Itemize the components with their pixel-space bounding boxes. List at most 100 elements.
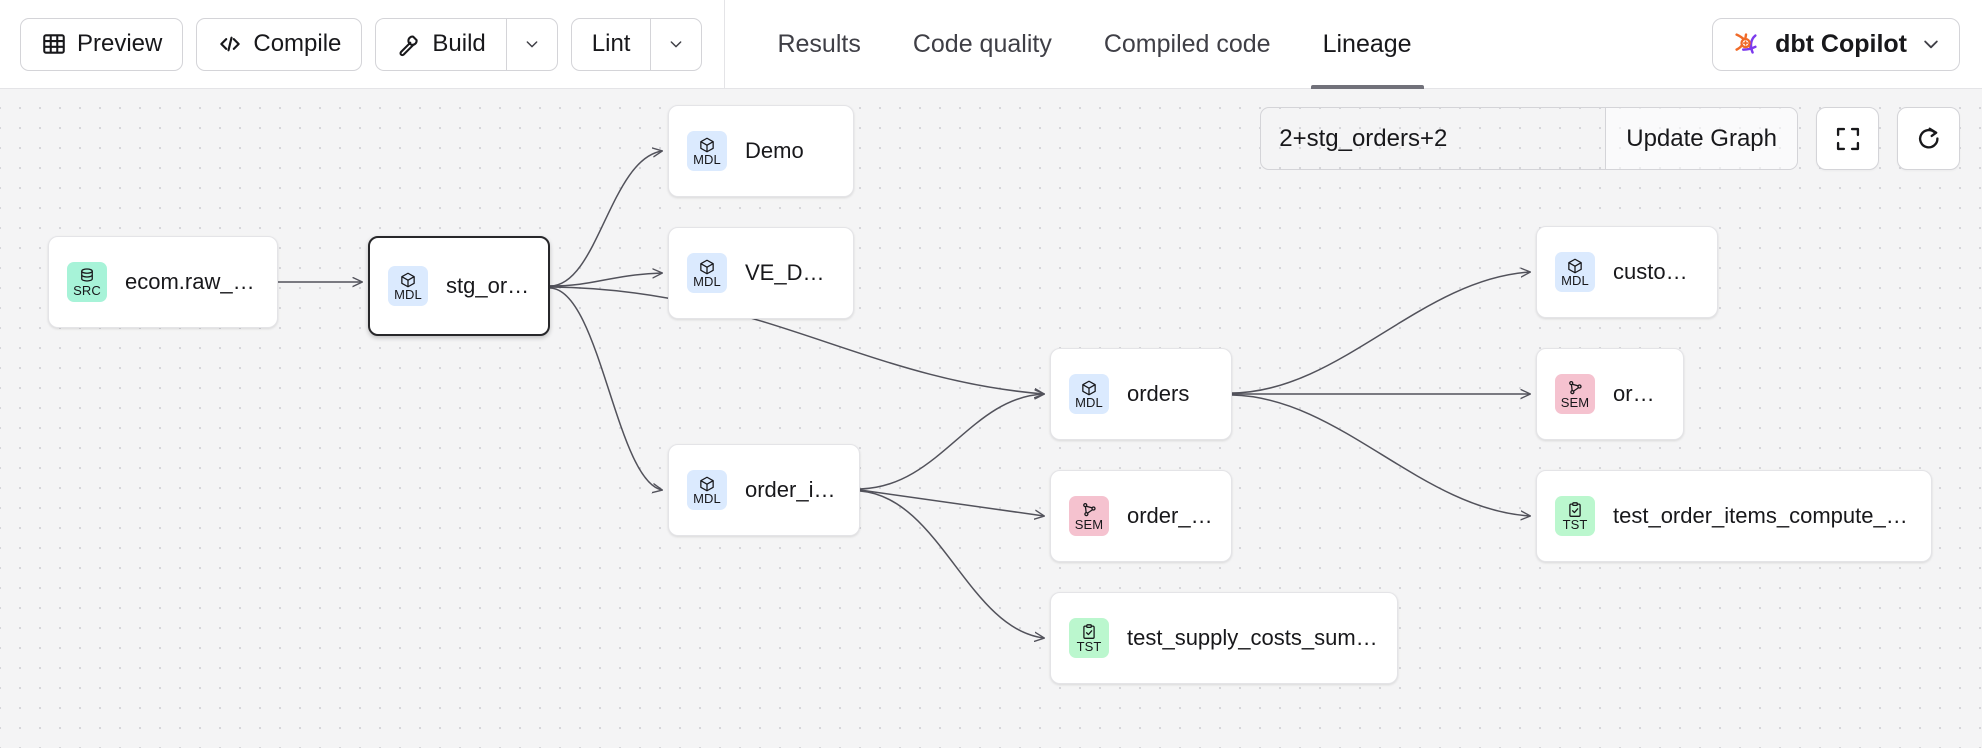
lineage-node-label: order_item: [1127, 503, 1213, 528]
tab-lineage[interactable]: Lineage: [1297, 0, 1438, 89]
graph-selector-input[interactable]: [1261, 108, 1607, 169]
node-type-label: TST: [1562, 517, 1588, 532]
cube-icon: [1082, 380, 1096, 396]
graph-controls: Update Graph: [1260, 107, 1960, 170]
edge-orders-mdl-to-customers: [1231, 272, 1530, 394]
toolbar-divider: [724, 0, 726, 89]
lint-dropdown-toggle[interactable]: [651, 19, 701, 70]
edge-orders-mdl-to-test-order-items: [1231, 394, 1530, 516]
chevron-down-icon: [526, 41, 538, 48]
edge-order-items-to-orders-mdl: [859, 394, 1044, 490]
lineage-node-ecom-raw-orders[interactable]: SRC ecom.raw_orders: [48, 236, 278, 328]
semantic-icon: [1569, 380, 1582, 395]
node-type-label: SEM: [1074, 517, 1104, 532]
lineage-node-label: customers: [1613, 259, 1699, 284]
lint-split-button: Lint: [570, 17, 703, 71]
test-icon: [1569, 502, 1581, 517]
tab-lineage-label: Lineage: [1322, 29, 1412, 58]
lineage-node-order-item-sem[interactable]: SEM order_item: [1050, 470, 1232, 562]
node-type-badge-src: SRC: [67, 262, 107, 302]
tab-results-label: Results: [777, 29, 861, 58]
header-right: dbt Copilot: [1712, 17, 1960, 71]
lineage-node-orders-mdl[interactable]: MDL orders: [1050, 348, 1232, 440]
compile-button-label: Compile: [253, 30, 342, 57]
lineage-canvas[interactable]: SRC ecom.raw_orders MDL stg_orders: [0, 89, 1982, 748]
node-type-label: MDL: [1561, 273, 1589, 288]
lineage-node-stg-orders[interactable]: MDL stg_orders: [368, 236, 550, 336]
node-type-badge-mdl: MDL: [687, 470, 727, 510]
graph-selector-group: Update Graph: [1260, 107, 1798, 170]
lineage-node-label: test_supply_costs_sum_correctly: [1127, 625, 1379, 650]
node-type-label: SRC: [73, 283, 101, 298]
node-type-label: MDL: [693, 274, 721, 289]
node-type-badge-mdl: MDL: [388, 266, 428, 306]
lineage-node-label: test_order_items_compute_to_bools_c...: [1613, 503, 1913, 528]
edge-order-items-to-test-supply-costs: [859, 490, 1044, 638]
compile-button[interactable]: Compile: [196, 17, 363, 71]
refresh-icon: [1918, 127, 1939, 149]
database-icon: [81, 268, 93, 282]
tab-code-quality[interactable]: Code quality: [887, 0, 1078, 89]
fullscreen-icon: [1836, 127, 1859, 150]
preview-button-label: Preview: [77, 30, 163, 57]
node-type-badge-mdl: MDL: [1555, 252, 1595, 292]
lineage-node-orders-sem[interactable]: SEM orders: [1536, 348, 1684, 440]
semantic-icon: [1083, 502, 1096, 517]
edge-stg-orders-to-ve-demo: [549, 273, 662, 287]
preview-button[interactable]: Preview: [20, 17, 184, 71]
node-type-badge-mdl: MDL: [687, 131, 727, 171]
lineage-node-label: VE_Demo: [745, 260, 835, 285]
lineage-node-ve-demo[interactable]: MDL VE_Demo: [668, 227, 854, 319]
build-dropdown-toggle[interactable]: [507, 19, 557, 70]
lint-button[interactable]: Lint: [572, 18, 652, 70]
lineage-node-label: ecom.raw_orders: [125, 269, 259, 294]
node-type-badge-tst: TST: [1069, 618, 1109, 658]
lineage-node-test-order-items[interactable]: TST test_order_items_compute_to_bools_c.…: [1536, 470, 1932, 562]
cube-icon: [1568, 258, 1582, 274]
build-button-label: Build: [432, 30, 486, 57]
lineage-node-customers[interactable]: MDL customers: [1536, 226, 1718, 318]
table-icon: [43, 34, 65, 54]
dbt-copilot-icon: [1735, 33, 1757, 54]
test-icon: [1083, 624, 1095, 639]
code-icon: [220, 36, 241, 52]
tab-compiled-code[interactable]: Compiled code: [1078, 0, 1297, 89]
chevron-down-icon: [1924, 40, 1938, 49]
app-header: Preview Compile Build: [0, 0, 1982, 89]
tab-results[interactable]: Results: [751, 0, 886, 89]
node-type-label: SEM: [1560, 395, 1590, 410]
reset-graph-button[interactable]: [1897, 107, 1960, 170]
lineage-node-test-supply-costs[interactable]: TST test_supply_costs_sum_correctly: [1050, 592, 1398, 684]
cube-icon: [700, 259, 714, 275]
dbt-copilot-button[interactable]: dbt Copilot: [1712, 17, 1960, 71]
node-type-badge-mdl: MDL: [1069, 374, 1109, 414]
lineage-node-label: Demo: [745, 138, 804, 163]
lineage-node-label: stg_orders: [446, 273, 530, 298]
node-type-label: MDL: [394, 287, 422, 302]
build-split-button: Build: [375, 17, 558, 71]
lineage-node-order-items[interactable]: MDL order_items: [668, 444, 860, 536]
node-type-badge-mdl: MDL: [687, 253, 727, 293]
node-type-label: MDL: [1075, 395, 1103, 410]
lineage-node-demo[interactable]: MDL Demo: [668, 105, 854, 197]
lineage-node-label: order_items: [745, 477, 841, 502]
cube-icon: [700, 137, 714, 153]
node-type-label: MDL: [693, 152, 721, 167]
tab-code-quality-label: Code quality: [912, 29, 1052, 58]
node-type-badge-sem: SEM: [1555, 374, 1595, 414]
lint-button-label: Lint: [591, 30, 631, 57]
edge-stg-orders-to-demo: [549, 151, 662, 287]
node-type-badge-sem: SEM: [1069, 496, 1109, 536]
node-type-badge-tst: TST: [1555, 496, 1595, 536]
build-button[interactable]: Build: [376, 18, 507, 70]
fullscreen-button[interactable]: [1816, 107, 1879, 170]
cube-icon: [401, 272, 415, 288]
edge-order-items-to-order-item-sem: [859, 489, 1044, 516]
lineage-node-label: orders: [1613, 381, 1665, 406]
cube-icon: [700, 476, 714, 492]
update-graph-button[interactable]: Update Graph: [1606, 108, 1797, 169]
lineage-node-label: orders: [1127, 381, 1190, 406]
panel-tabs: Results Code quality Compiled code Linea…: [751, 0, 1437, 89]
dbt-copilot-label: dbt Copilot: [1775, 29, 1907, 58]
